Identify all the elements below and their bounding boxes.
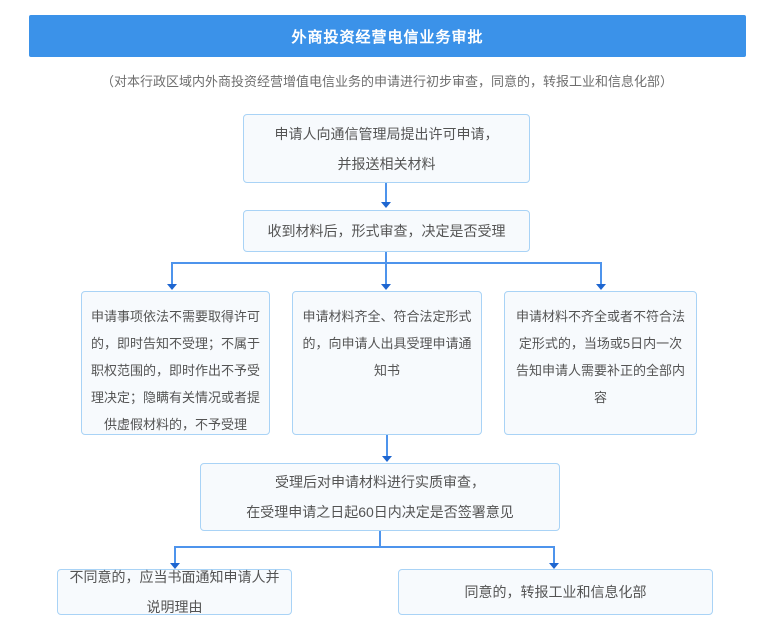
arrow-down-icon: [170, 563, 180, 569]
subtitle: （对本行政区域内外商投资经营增值电信业务的申请进行初步审查，同意的，转报工业和信…: [100, 74, 673, 89]
flow-node-substantive-review: 受理后对申请材料进行实质审查， 在受理申请之日起60日内决定是否签署意见: [200, 463, 560, 531]
connector-decision-left: [174, 546, 176, 564]
connector-split-right: [600, 262, 602, 285]
connector-decision-right: [553, 546, 555, 564]
connector-split-stem: [385, 252, 387, 264]
flow-node-accept-notice-text: 申请材料齐全、符合法定形式的，向申请人出具受理申请通知书: [302, 309, 472, 378]
header-bar: 外商投资经营电信业务审批: [29, 15, 746, 57]
flow-node-substantive-review-line1: 受理后对申请材料进行实质审查，: [275, 474, 485, 490]
arrow-down-icon: [167, 284, 177, 290]
connector-split-left: [171, 262, 173, 285]
flow-node-apply-line1: 申请人向通信管理局提出许可申请，: [274, 125, 499, 142]
connector-decision-stem: [379, 531, 381, 548]
flow-node-disagree-text: 不同意的，应当书面通知申请人并说明理由: [69, 569, 280, 615]
page-title: 外商投资经营电信业务审批: [291, 28, 484, 46]
flow-node-formal-review: 收到材料后，形式审查，决定是否受理: [243, 210, 530, 252]
flow-node-not-accepted-text: 申请事项依法不需要取得许可的，即时告知不受理；不属于职权范围的，即时作出不予受理…: [90, 309, 260, 432]
flow-node-apply-line2: 并报送相关材料: [337, 155, 436, 172]
flow-node-formal-review-text: 收到材料后，形式审查，决定是否受理: [267, 223, 506, 239]
flow-node-not-accepted: 申请事项依法不需要取得许可的，即时告知不受理；不属于职权范围的，即时作出不予受理…: [81, 291, 270, 435]
connector-split-middle: [385, 262, 387, 285]
connector-accept-to-substantive: [386, 435, 388, 457]
flow-node-agree-text: 同意的，转报工业和信息化部: [464, 584, 647, 600]
flow-node-agree: 同意的，转报工业和信息化部: [398, 569, 713, 615]
flow-node-supplement-notice: 申请材料不齐全或者不符合法定形式的，当场或5日内一次告知申请人需要补正的全部内容: [504, 291, 697, 435]
arrow-down-icon: [596, 284, 606, 290]
flow-node-apply: 申请人向通信管理局提出许可申请， 并报送相关材料: [243, 114, 530, 183]
flow-node-accept-notice: 申请材料齐全、符合法定形式的，向申请人出具受理申请通知书: [292, 291, 482, 435]
arrow-down-icon: [381, 202, 391, 208]
arrow-down-icon: [381, 284, 391, 290]
arrow-down-icon: [382, 456, 392, 462]
flow-node-substantive-review-line2: 在受理申请之日起60日内决定是否签署意见: [246, 504, 514, 520]
arrow-down-icon: [549, 563, 559, 569]
connector-apply-to-formal: [385, 183, 387, 203]
flow-node-disagree: 不同意的，应当书面通知申请人并说明理由: [57, 569, 292, 615]
flow-node-supplement-notice-text: 申请材料不齐全或者不符合法定形式的，当场或5日内一次告知申请人需要补正的全部内容: [515, 309, 685, 405]
connector-decision-bar: [174, 546, 555, 548]
